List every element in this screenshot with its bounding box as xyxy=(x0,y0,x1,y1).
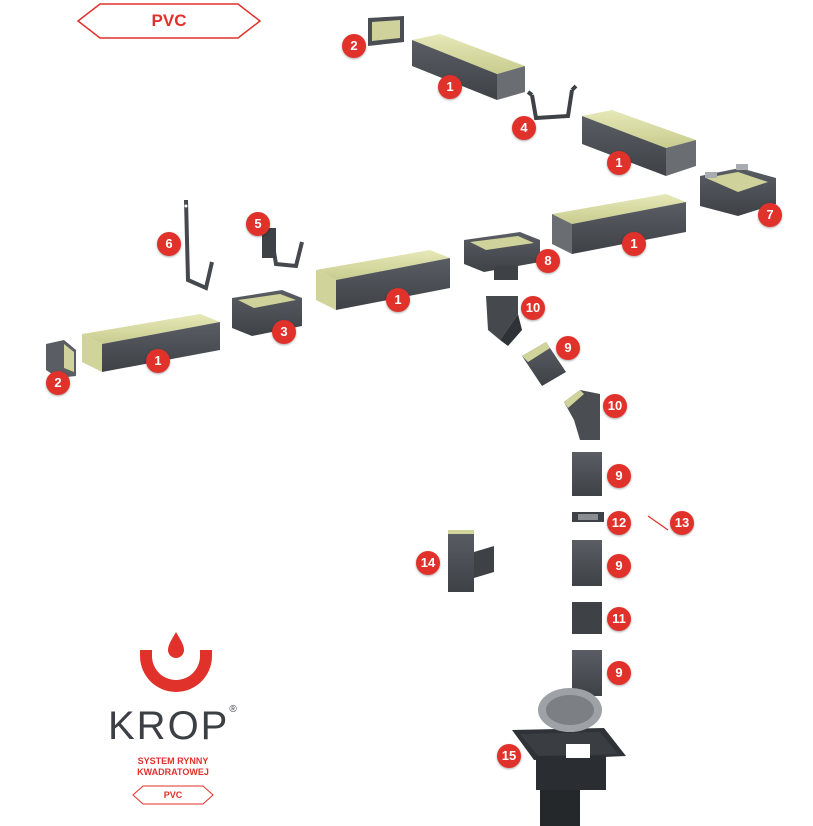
gutter-center xyxy=(316,250,450,310)
part-badge: 10 xyxy=(521,296,545,320)
end-cap-left xyxy=(46,340,76,378)
corner-piece xyxy=(700,164,776,216)
downpipe-1 xyxy=(572,452,602,496)
part-badge: 14 xyxy=(416,551,440,575)
end-cap-top xyxy=(368,16,404,46)
part-badge: 4 xyxy=(512,116,536,140)
brand-wordmark: KROP® xyxy=(108,704,238,749)
hanger xyxy=(526,84,578,121)
part-badge: 15 xyxy=(497,744,521,768)
elbow-lower xyxy=(564,390,600,440)
downpipe-diagonal xyxy=(522,342,566,386)
part-badge: 13 xyxy=(670,511,694,535)
krop-logo-mark xyxy=(140,632,212,692)
part-badge: 5 xyxy=(246,212,270,236)
hook-part xyxy=(262,228,304,269)
brand-subtitle-line1: SYSTEM RYNNY xyxy=(137,756,209,766)
logo-material-tag: PVC xyxy=(163,790,183,800)
part-badge: 9 xyxy=(556,336,580,360)
part-badge: 9 xyxy=(607,554,631,578)
outlet-piece xyxy=(464,232,540,280)
part-badge: 2 xyxy=(46,371,70,395)
clamp-pin-part xyxy=(647,515,669,531)
downpipe-2 xyxy=(572,540,602,586)
long-hook-part xyxy=(184,199,214,291)
part-badge: 10 xyxy=(603,394,627,418)
part-badge: 11 xyxy=(607,607,631,631)
part-badge: 2 xyxy=(342,34,366,58)
pipe-clamp-part xyxy=(572,512,604,522)
gutter-second xyxy=(582,110,696,176)
part-badge: 6 xyxy=(157,232,181,256)
gutter-top xyxy=(412,34,525,100)
logo-material-tag-shape xyxy=(132,785,214,805)
part-badge: 1 xyxy=(386,288,410,312)
brand-subtitle: SYSTEM RYNNY KWADRATOWEJ xyxy=(108,756,238,778)
elbow-top xyxy=(486,296,522,346)
drain-part xyxy=(512,688,626,826)
gutter-left xyxy=(82,314,220,372)
registered-mark: ® xyxy=(229,704,239,715)
brand-name: KROP xyxy=(108,704,230,748)
pipe-connector-part xyxy=(572,602,602,634)
part-badge: 7 xyxy=(758,203,782,227)
part-badge: 12 xyxy=(607,511,631,535)
part-badge: 3 xyxy=(272,320,296,344)
part-badge: 1 xyxy=(607,151,631,175)
part-badge: 8 xyxy=(536,249,560,273)
part-badge: 9 xyxy=(607,464,631,488)
part-badge: 1 xyxy=(622,232,646,256)
part-badge: 9 xyxy=(607,661,631,685)
material-tag-shape xyxy=(76,3,262,39)
brand-subtitle-line2: KWADRATOWEJ xyxy=(137,767,209,777)
part-badge: 1 xyxy=(146,349,170,373)
part-badge: 1 xyxy=(438,75,462,99)
branch-part xyxy=(448,530,494,592)
downpipe-3 xyxy=(572,650,602,696)
material-tag: PVC xyxy=(151,11,187,30)
gutter-right xyxy=(552,194,686,254)
